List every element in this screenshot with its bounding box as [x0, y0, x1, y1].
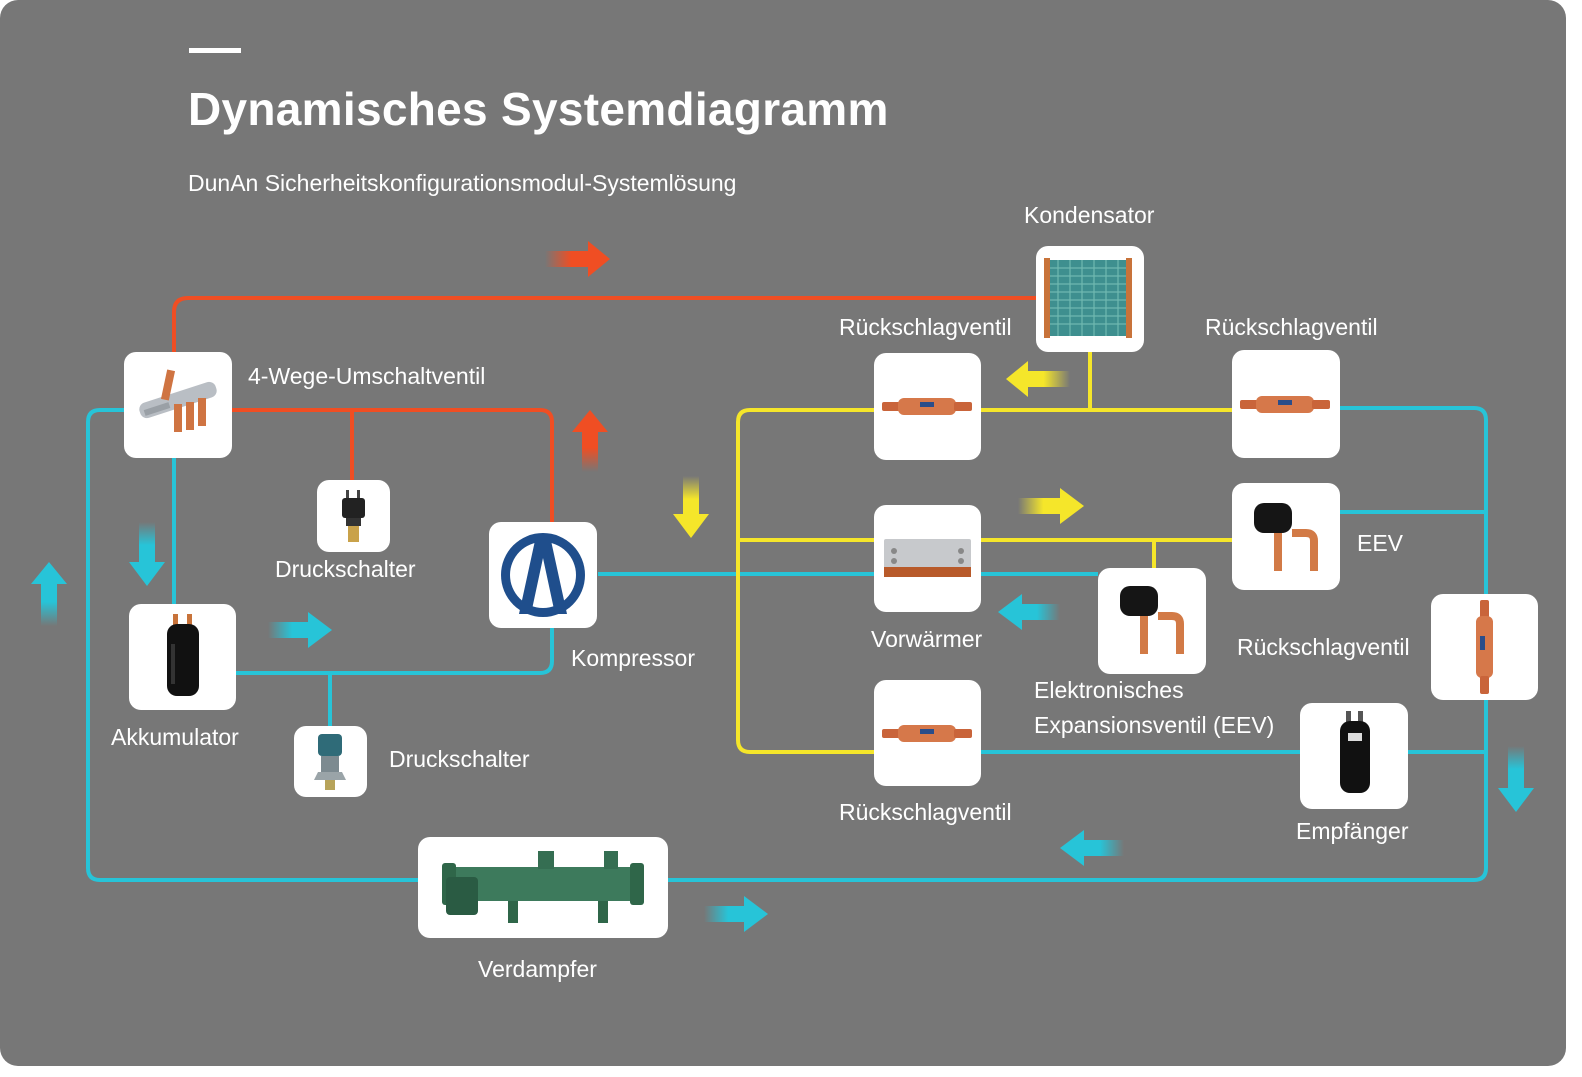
arrow-cyan-left-preheater	[998, 594, 1060, 630]
label-check-valve-vertical: Rückschlagventil	[1237, 634, 1410, 660]
label-receiver: Empfänger	[1296, 818, 1409, 844]
arrow-cyan-right-accumulator	[268, 612, 332, 648]
flow-arrows	[31, 241, 1534, 932]
label-check-valve-top-right: Rückschlagventil	[1205, 314, 1378, 340]
condenser-coil-icon	[1044, 258, 1132, 338]
receiver-card[interactable]	[1300, 703, 1408, 809]
copper-check-valve-icon	[882, 398, 972, 415]
arrow-cyan-down-left	[129, 522, 165, 586]
compressor-card[interactable]	[489, 522, 597, 628]
liquid-lines	[736, 352, 1232, 754]
accumulator-card[interactable]	[129, 604, 236, 710]
arrow-yellow-right	[1018, 488, 1084, 524]
check-valve-top-left-card[interactable]	[874, 353, 981, 460]
arrow-orange-right	[545, 241, 610, 277]
accumulator-icon	[167, 614, 199, 696]
check-valve-bottom-card[interactable]	[874, 680, 981, 786]
copper-check-valve-icon	[882, 725, 972, 742]
title-accent-bar	[189, 48, 241, 53]
label-check-valve-bottom: Rückschlagventil	[839, 799, 1012, 825]
check-valve-vertical-card[interactable]	[1431, 594, 1538, 700]
label-four-way-valve: 4-Wege-Umschaltventil	[248, 363, 486, 389]
electronic-expansion-valve-icon	[1120, 586, 1184, 654]
label-compressor: Kompressor	[571, 645, 695, 671]
kondensator-card[interactable]	[1036, 246, 1144, 352]
arrow-cyan-down-right	[1498, 746, 1534, 812]
copper-check-valve-icon	[1240, 396, 1330, 413]
label-preheater: Vorwärmer	[871, 626, 983, 652]
arrow-orange-up	[572, 410, 608, 472]
page-title: Dynamisches Systemdiagramm	[188, 83, 889, 135]
copper-check-valve-icon	[1476, 600, 1493, 694]
arrow-cyan-up-left	[31, 562, 67, 626]
electronic-expansion-valve-icon	[1254, 503, 1318, 571]
arrow-yellow-left	[1006, 361, 1070, 397]
arrow-yellow-down	[673, 476, 709, 538]
pressure-switch-lower-card[interactable]	[294, 726, 367, 797]
arrow-cyan-left-bottom	[1060, 830, 1124, 866]
label-eev-right: EEV	[1357, 530, 1404, 556]
eev-center-card[interactable]	[1098, 568, 1206, 674]
preheater-card[interactable]	[874, 505, 981, 612]
label-pressure-switch-lower: Druckschalter	[389, 746, 530, 772]
four-way-valve-icon	[139, 369, 217, 432]
label-check-valve-top-left: Rückschlagventil	[839, 314, 1012, 340]
label-eev-center-line1: Elektronisches	[1034, 677, 1184, 703]
label-evaporator: Verdampfer	[478, 956, 597, 982]
arrow-cyan-right-bottom	[704, 896, 768, 932]
pressure-switch-icon	[314, 734, 346, 790]
diagram-panel: Dynamisches Systemdiagramm DunAn Sicherh…	[0, 0, 1566, 1066]
shell-tube-evaporator-icon	[442, 851, 644, 923]
check-valve-top-right-card[interactable]	[1232, 350, 1340, 458]
pressure-switch-upper-card[interactable]	[317, 480, 390, 552]
pressure-switch-icon	[342, 490, 365, 542]
discharge-lines	[172, 296, 1036, 522]
eev-right-card[interactable]	[1232, 483, 1340, 590]
plate-heat-exchanger-icon	[884, 539, 971, 577]
label-eev-center-line2: Expansionsventil (EEV)	[1034, 712, 1275, 738]
label-accumulator: Akkumulator	[111, 724, 239, 750]
four-way-valve-card[interactable]	[124, 352, 232, 458]
page-subtitle: DunAn Sicherheitskonfigurationsmodul-Sys…	[188, 170, 737, 196]
evaporator-card[interactable]	[418, 837, 668, 938]
label-kondensator: Kondensator	[1024, 202, 1155, 228]
label-pressure-switch-upper: Druckschalter	[275, 556, 416, 582]
dunan-logo-icon	[501, 533, 585, 617]
receiver-icon	[1340, 711, 1370, 793]
